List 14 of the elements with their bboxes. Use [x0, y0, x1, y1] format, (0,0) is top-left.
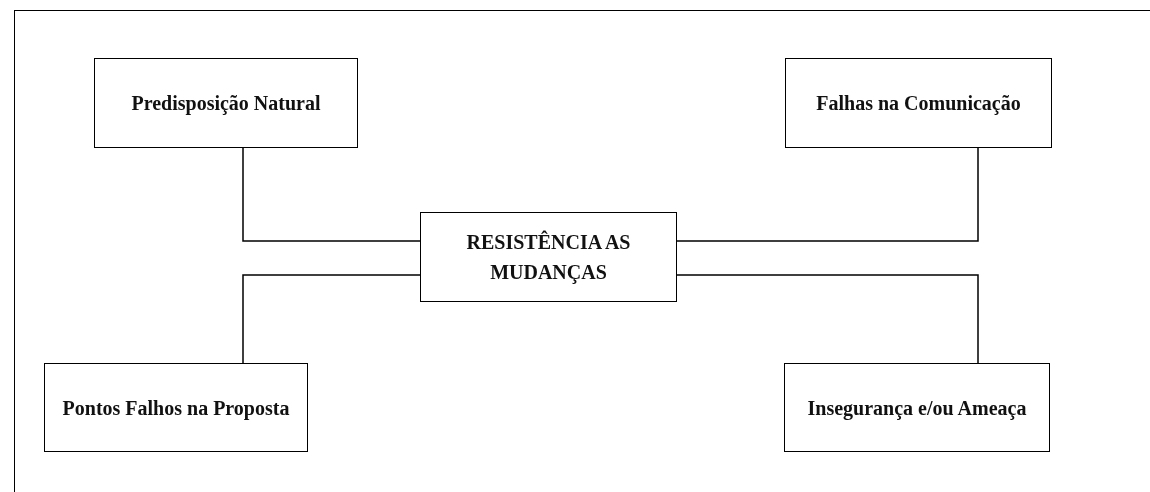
text-box: [94, 58, 358, 148]
box-label: Predisposição Natural: [131, 91, 321, 117]
box-label: Falhas na Comunicação: [816, 91, 1021, 117]
text-box: [784, 363, 1050, 452]
connector-line: [242, 274, 421, 364]
connector-line: [676, 147, 979, 242]
text-box: [44, 363, 308, 452]
text-box: [420, 212, 677, 302]
connector-line: [676, 274, 979, 364]
text-box: [785, 58, 1052, 148]
box-label: Insegurança e/ou Ameaça: [807, 395, 1027, 422]
box-label: RESISTÊNCIA AS MUDANÇAS: [465, 229, 632, 286]
box-label: Pontos Falhos na Proposta: [62, 395, 290, 422]
connector-line: [242, 147, 421, 242]
